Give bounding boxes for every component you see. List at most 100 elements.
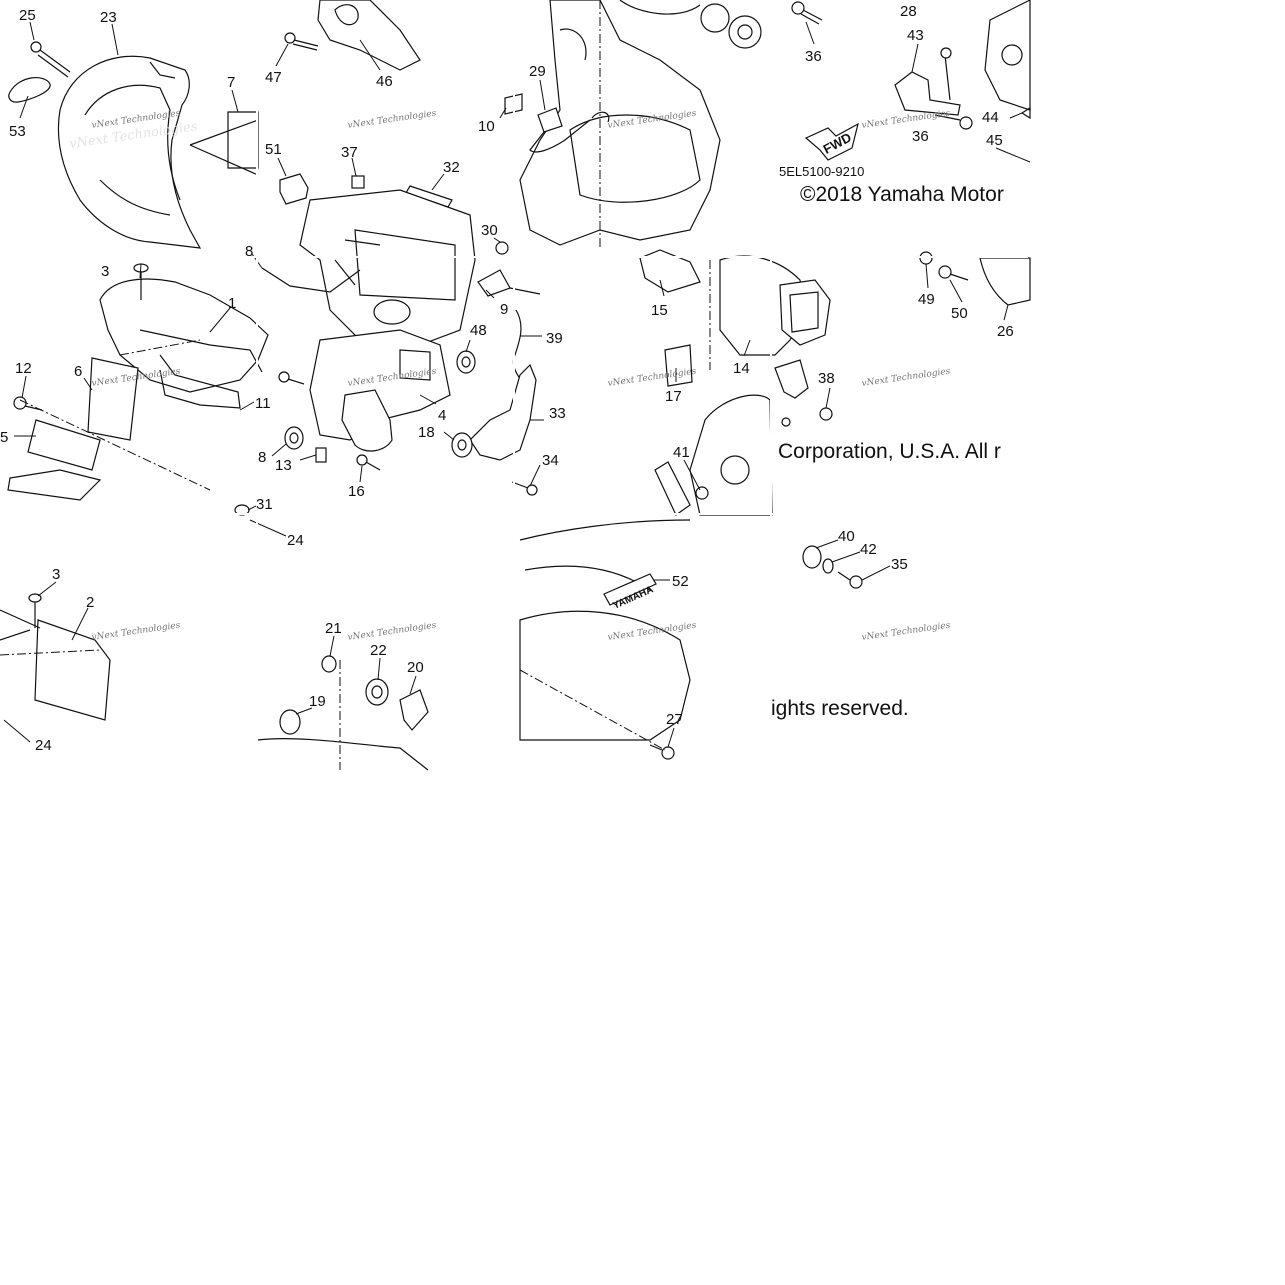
callout-40: 40 bbox=[838, 528, 855, 545]
callout-25: 25 bbox=[19, 7, 36, 24]
callout-50: 50 bbox=[951, 305, 968, 322]
watermark: vNext Technologies bbox=[861, 621, 951, 643]
part-pad-51 bbox=[279, 173, 309, 205]
callout-9: 9 bbox=[500, 301, 508, 318]
watermark: vNext Technologies bbox=[347, 109, 437, 131]
part-pad-flat bbox=[7, 469, 102, 501]
part-valve-14 bbox=[719, 255, 831, 356]
callout-45: 45 bbox=[986, 132, 1003, 149]
part-pad-6 bbox=[87, 357, 139, 441]
part-grommet-9 bbox=[477, 269, 541, 297]
watermark: vNext Technologies bbox=[91, 621, 181, 643]
part-bracket-41 bbox=[654, 461, 709, 516]
part-bolt-50 bbox=[938, 265, 969, 281]
callout-12: 12 bbox=[15, 360, 32, 377]
part-ignition-coil-29 bbox=[529, 107, 610, 153]
part-screw-34 bbox=[511, 481, 538, 496]
part-30 bbox=[495, 241, 509, 255]
part-top-cover bbox=[57, 55, 202, 249]
watermark: vNext Technologies bbox=[861, 109, 951, 131]
callout-7: 7 bbox=[227, 74, 235, 91]
callout-24-bottom: 24 bbox=[35, 737, 52, 754]
callout-52: 52 bbox=[672, 573, 689, 590]
part-washer-42 bbox=[822, 558, 834, 574]
callout-15: 15 bbox=[651, 302, 668, 319]
part-grommet-19 bbox=[279, 709, 301, 735]
callout-35: 35 bbox=[891, 556, 908, 573]
part-clip-13 bbox=[315, 447, 327, 463]
part-bolt-36b bbox=[934, 114, 973, 130]
callout-18: 18 bbox=[418, 424, 435, 441]
callout-32: 32 bbox=[443, 159, 460, 176]
callout-47: 47 bbox=[265, 69, 282, 86]
callout-10: 10 bbox=[478, 118, 495, 135]
part-lower-cover bbox=[519, 519, 691, 741]
part-bracket-33 bbox=[469, 363, 537, 461]
callout-11: 11 bbox=[255, 395, 271, 412]
watermark: vNext Technologies bbox=[861, 367, 951, 389]
part-emblem-52 bbox=[603, 573, 657, 606]
part-grommet-21 bbox=[321, 655, 337, 673]
part-cover-15 bbox=[639, 249, 701, 293]
part-grommet-18 bbox=[451, 432, 473, 458]
callout-38: 38 bbox=[818, 370, 835, 387]
part-cover-2 bbox=[0, 609, 111, 721]
callout-26: 26 bbox=[997, 323, 1014, 340]
callout-3-top: 3 bbox=[101, 263, 109, 280]
callout-31: 31 bbox=[256, 496, 273, 513]
callout-21: 21 bbox=[325, 620, 342, 637]
watermarks: vNext Technologies vNext Technologies vN… bbox=[68, 109, 951, 643]
callout-46: 46 bbox=[376, 73, 393, 90]
callout-5: 5 bbox=[0, 429, 8, 446]
callout-42: 42 bbox=[860, 541, 877, 558]
callout-39: 39 bbox=[546, 330, 563, 347]
part-lever-8a bbox=[261, 267, 361, 293]
callout-33: 33 bbox=[549, 405, 566, 422]
callout-22: 22 bbox=[370, 642, 387, 659]
callout-49: 49 bbox=[918, 291, 935, 308]
part-bracket-46 bbox=[317, 0, 421, 71]
callout-20: 20 bbox=[407, 659, 424, 676]
callout-53: 53 bbox=[9, 123, 26, 140]
fwd-arrow-icon bbox=[804, 122, 859, 161]
callout-44: 44 bbox=[982, 109, 999, 126]
part-drawings bbox=[0, 0, 1031, 771]
part-grommet-8b bbox=[284, 426, 304, 450]
part-upper-housing bbox=[519, 0, 762, 246]
callout-2: 2 bbox=[86, 594, 94, 611]
part-bolt-25 bbox=[30, 41, 71, 78]
part-collar-40 bbox=[802, 545, 822, 569]
callout-8-mid: 8 bbox=[258, 449, 266, 466]
part-bolt-36a bbox=[791, 1, 823, 25]
callout-8-top: 8 bbox=[245, 243, 253, 260]
callout-24-mid: 24 bbox=[287, 532, 304, 549]
part-pad-5 bbox=[27, 419, 101, 471]
callout-36-mid: 36 bbox=[912, 128, 929, 145]
part-bolt-47 bbox=[284, 32, 319, 51]
callout-43: 43 bbox=[907, 27, 924, 44]
copyright-line-2: Corporation, U.S.A. All r bbox=[778, 440, 1001, 463]
callout-48: 48 bbox=[470, 322, 487, 339]
callout-30: 30 bbox=[481, 222, 498, 239]
callout-4: 4 bbox=[438, 407, 446, 424]
part-plug-20 bbox=[399, 689, 429, 731]
callout-34: 34 bbox=[542, 452, 559, 469]
copyright-line-1: ©2018 Yamaha Motor bbox=[800, 183, 1004, 206]
callout-51: 51 bbox=[265, 141, 282, 158]
part-lower-tray bbox=[257, 738, 429, 771]
callout-13: 13 bbox=[275, 457, 292, 474]
part-bracket-43 bbox=[894, 47, 961, 116]
callout-36-top: 36 bbox=[805, 48, 822, 65]
callout-29: 29 bbox=[529, 63, 546, 80]
callout-labels: 25 23 53 7 47 46 29 10 28 36 43 44 36 45… bbox=[0, 3, 1014, 754]
watermark: vNext Technologies bbox=[347, 621, 437, 643]
callout-28: 28 bbox=[900, 3, 917, 20]
part-bolt-11 bbox=[278, 371, 305, 385]
part-center-mount bbox=[309, 329, 451, 452]
leader-lines bbox=[3, 21, 1031, 748]
copyright-line-3: ights reserved. bbox=[771, 697, 909, 720]
callout-6: 6 bbox=[74, 363, 82, 380]
part-pad-7 bbox=[189, 111, 259, 176]
callout-14: 14 bbox=[733, 360, 750, 377]
callout-37: 37 bbox=[341, 144, 358, 161]
